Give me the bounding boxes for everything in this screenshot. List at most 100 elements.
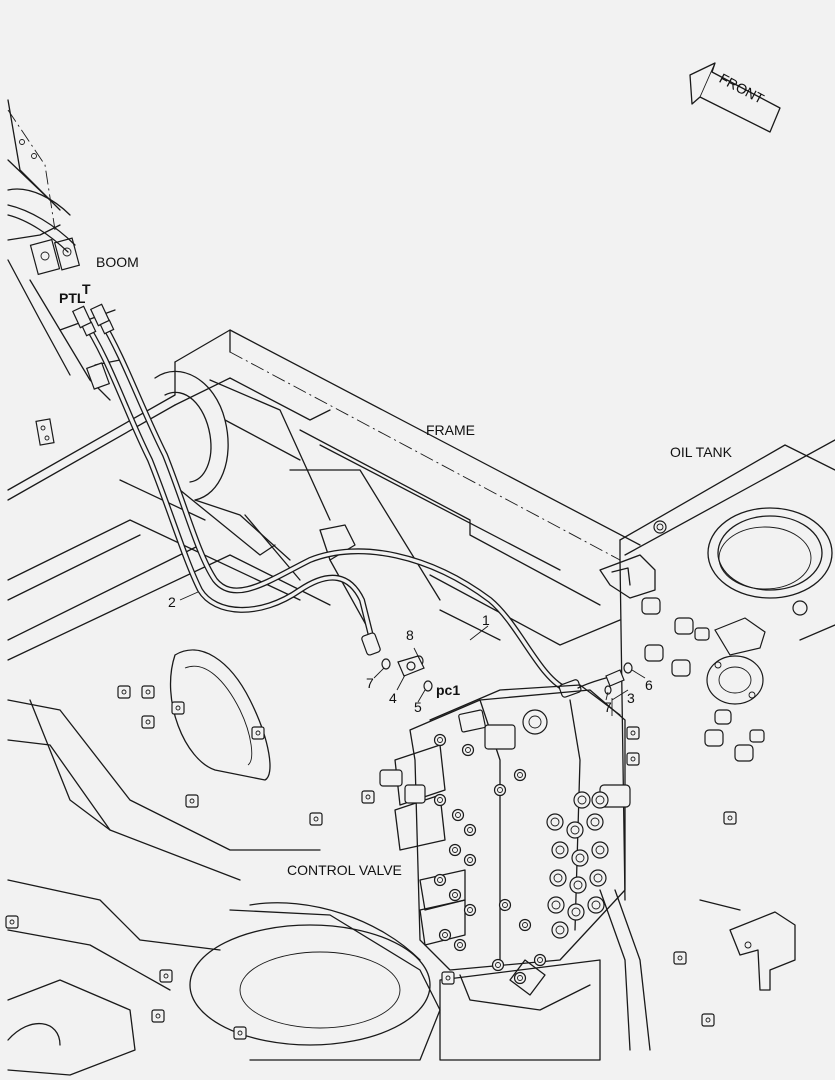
callout-2: 2 — [168, 594, 176, 610]
spool-cap-center — [553, 873, 563, 883]
hex-nut-center — [705, 1017, 711, 1023]
spool-cap — [547, 896, 565, 914]
valve-bolts — [433, 733, 547, 985]
bolt-center — [517, 975, 523, 981]
hex-nut-center — [313, 816, 319, 822]
bolt-center — [452, 847, 458, 853]
hex-nut-center — [727, 815, 733, 821]
bolt-center — [497, 787, 503, 793]
bolt-center — [437, 797, 443, 803]
callouts: 1 2 3 4 5 6 7 7 8 — [168, 591, 653, 715]
callout-1: 1 — [482, 612, 490, 628]
boom-arm — [7, 99, 121, 446]
hex-nut — [626, 752, 640, 766]
port-t-label: T — [82, 281, 91, 297]
bolt-head — [533, 953, 547, 967]
callout-6: 6 — [645, 677, 653, 693]
bolt-head — [433, 873, 447, 887]
bolt-center — [455, 812, 461, 818]
hex-nut — [361, 790, 375, 804]
hex-nut — [233, 1026, 247, 1040]
frame-nuts — [5, 685, 737, 1040]
bolt-center — [517, 772, 523, 778]
spool-cap — [569, 876, 587, 894]
hex-nut — [185, 794, 199, 808]
spool-cap-center — [595, 795, 605, 805]
bolt-head — [463, 903, 477, 917]
bolt-head — [451, 808, 465, 822]
hex-nut-center — [255, 730, 261, 736]
hex-nut — [141, 715, 155, 729]
frame-label: FRAME — [426, 422, 475, 438]
hex-nut — [171, 701, 185, 715]
hex-nut-center — [237, 1030, 243, 1036]
hex-nut-center — [145, 689, 151, 695]
bolt-center — [467, 827, 473, 833]
hex-nut-center — [9, 919, 15, 925]
front-arrow: FRONT — [689, 62, 781, 133]
spool-cap-center — [575, 853, 585, 863]
hex-nut — [723, 811, 737, 825]
bolt-head — [463, 853, 477, 867]
bolt-head — [498, 898, 512, 912]
bolt-head — [433, 733, 447, 747]
bolt-head — [448, 843, 462, 857]
hex-nut — [117, 685, 131, 699]
bolt-center — [437, 737, 443, 743]
hex-nut — [441, 971, 455, 985]
bolt-center — [495, 962, 501, 968]
hex-nut-center — [155, 1013, 161, 1019]
bolt-head — [513, 768, 527, 782]
bolt-center — [467, 857, 473, 863]
hex-nut-center — [677, 955, 683, 961]
spool-cap-center — [570, 825, 580, 835]
hex-nut-center — [630, 756, 636, 762]
spool-cap — [586, 813, 604, 831]
spool-cap — [573, 791, 591, 809]
spool-cap — [551, 921, 569, 939]
spool-cap — [587, 896, 605, 914]
spool-cap — [571, 849, 589, 867]
bolt-head — [438, 928, 452, 942]
control-valve-label: CONTROL VALVE — [287, 862, 402, 878]
bolt-head — [463, 823, 477, 837]
bolt-center — [457, 942, 463, 948]
hex-nut — [159, 969, 173, 983]
boom-label: BOOM — [96, 254, 139, 270]
hex-nut-center — [365, 794, 371, 800]
spool-cap — [591, 841, 609, 859]
bolt-center — [465, 747, 471, 753]
spool-cap-center — [555, 925, 565, 935]
hex-nut-center — [445, 975, 451, 981]
fitting-parts — [381, 655, 633, 716]
hex-nut — [309, 812, 323, 826]
callout-7-left: 7 — [366, 675, 374, 691]
oil-tank-label: OIL TANK — [670, 444, 733, 460]
hex-nut-center — [121, 689, 127, 695]
bolt-head — [513, 971, 527, 985]
bolt-center — [467, 907, 473, 913]
spool-cap-center — [577, 795, 587, 805]
spool-cap — [589, 869, 607, 887]
spool-cap — [549, 869, 567, 887]
bolt-head — [518, 918, 532, 932]
bolt-head — [453, 938, 467, 952]
spool-cap — [551, 841, 569, 859]
bolt-head — [461, 743, 475, 757]
callout-5: 5 — [414, 699, 422, 715]
control-valve — [379, 684, 631, 1061]
bolt-center — [452, 892, 458, 898]
spool-cap-center — [550, 817, 560, 827]
spool-cap-center — [593, 873, 603, 883]
hex-nut — [251, 726, 265, 740]
spool-cap-center — [591, 900, 601, 910]
callout-7-right: 7 — [604, 699, 612, 715]
hex-nut — [5, 915, 19, 929]
spool-cap-center — [590, 817, 600, 827]
hex-nut-center — [630, 730, 636, 736]
bolt-center — [502, 902, 508, 908]
bolt-center — [537, 957, 543, 963]
port-pc1-label: pc1 — [436, 682, 460, 698]
